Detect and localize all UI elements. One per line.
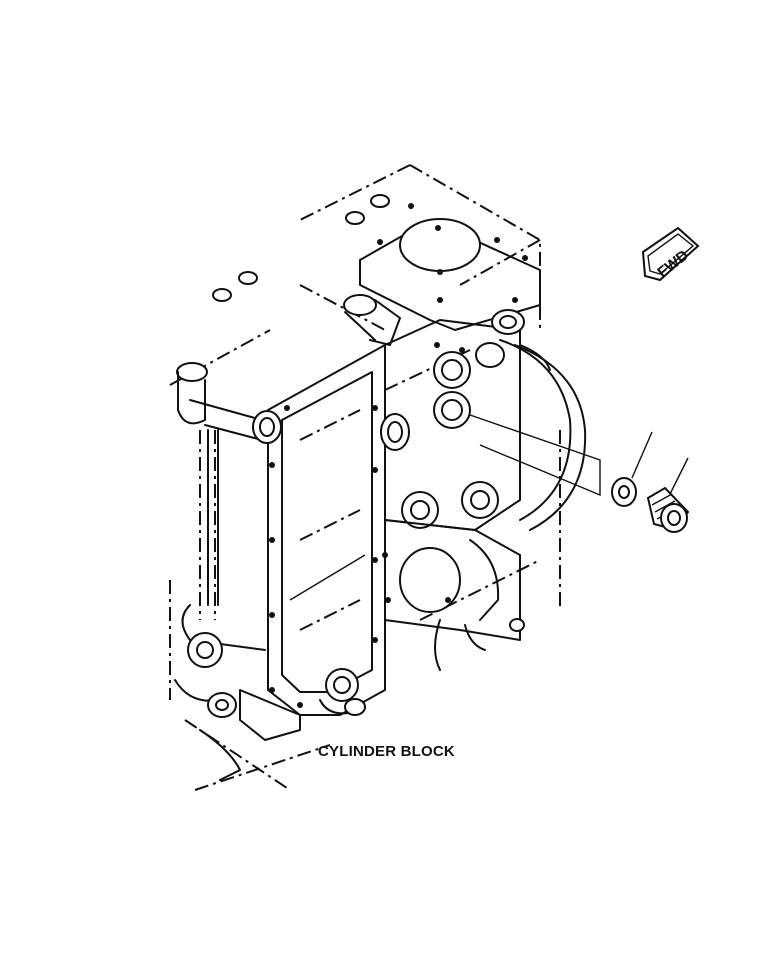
lower-cover <box>382 519 525 671</box>
sealing-washer <box>611 477 637 507</box>
oil-cooler-housing <box>380 309 525 531</box>
bottom-flange <box>239 689 366 741</box>
fwd-arrow-badge: FWD <box>641 226 700 281</box>
drain-plug <box>646 486 690 533</box>
oil-pipe <box>499 339 587 531</box>
block-top-face <box>212 194 541 331</box>
left-pipe <box>174 362 266 781</box>
top-pipe-fitting <box>343 294 401 346</box>
cover-plate <box>252 344 386 716</box>
diagram-caption: CYLINDER BLOCK <box>318 743 455 760</box>
leader-lines <box>469 414 689 499</box>
